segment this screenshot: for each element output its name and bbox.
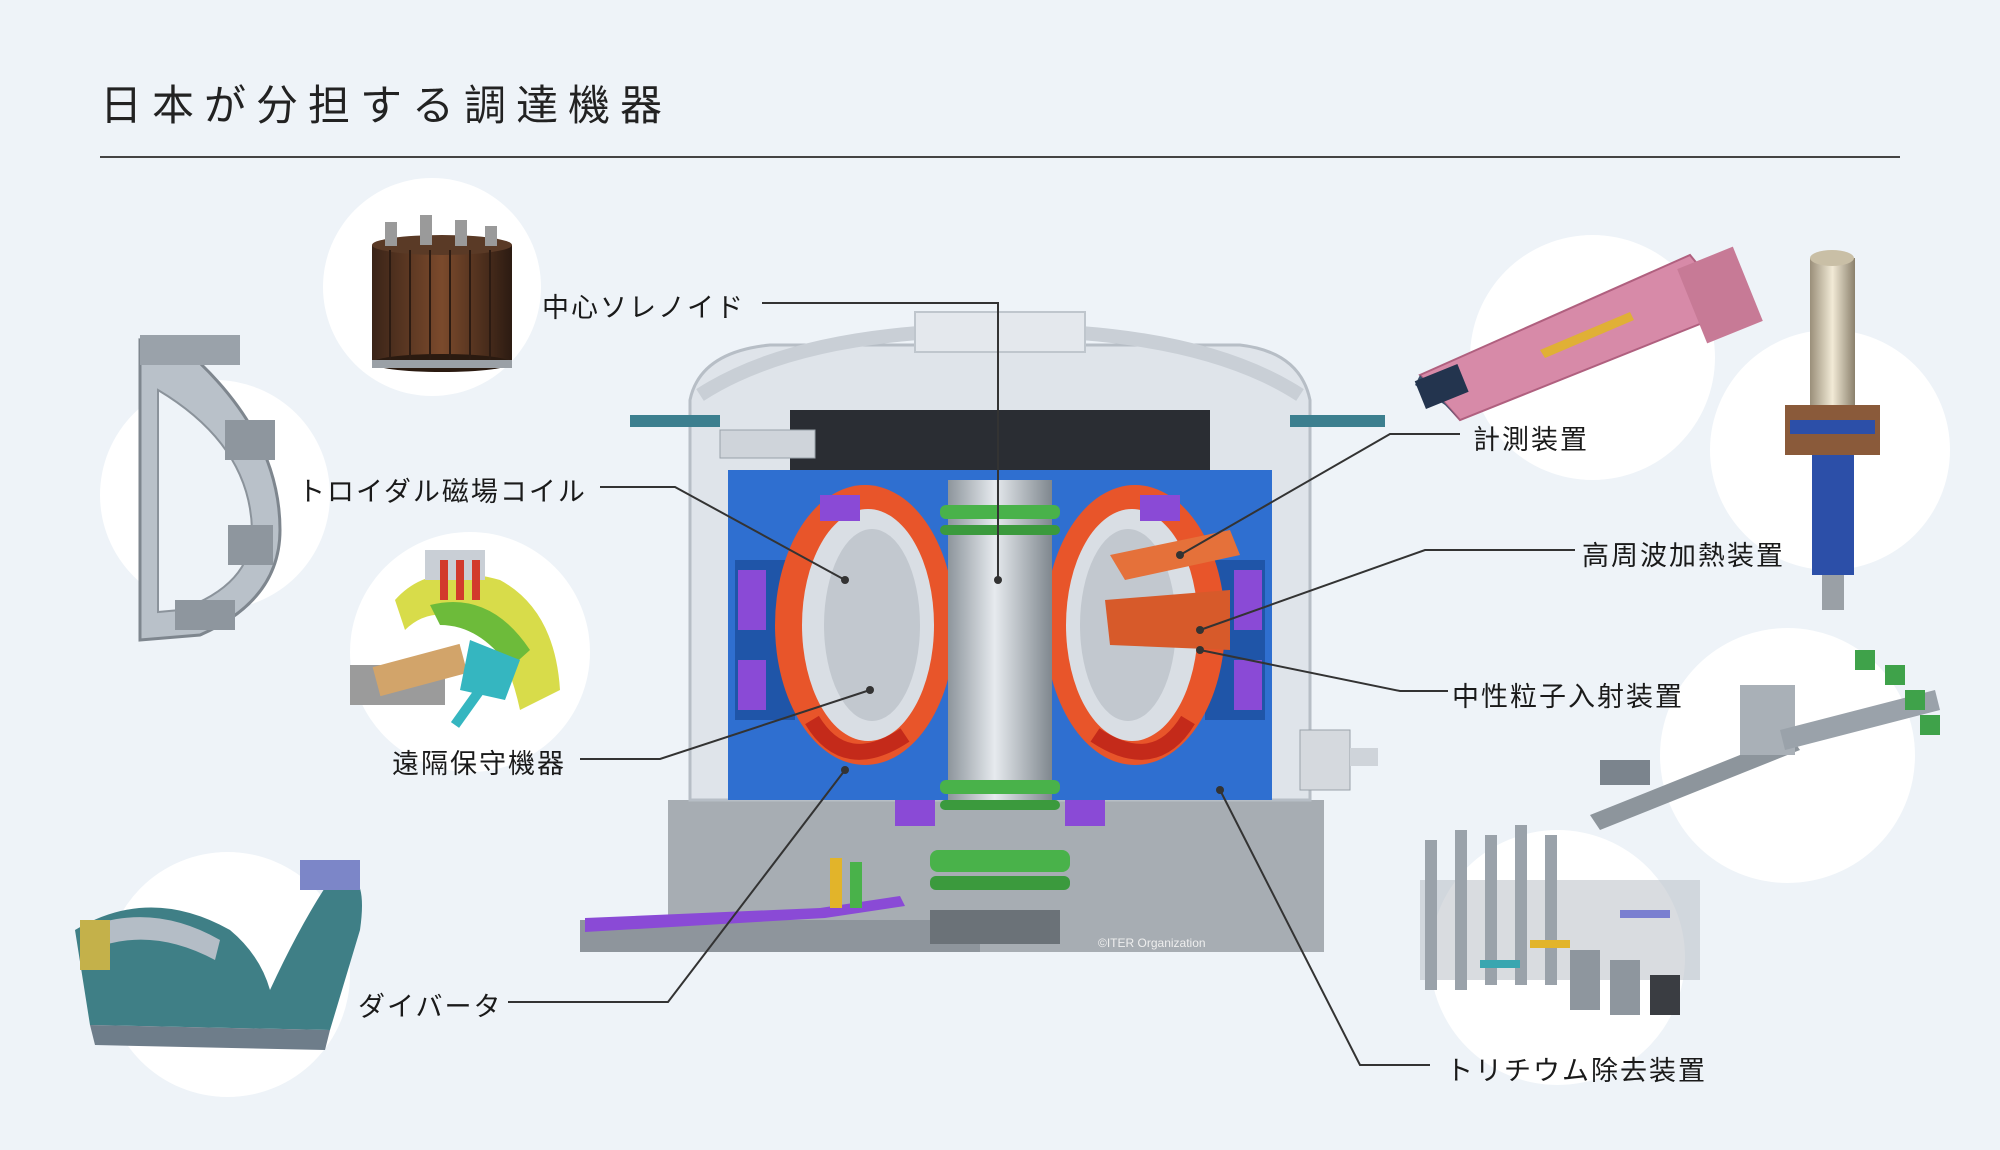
title-divider <box>100 156 1900 158</box>
leader-rf-heating <box>1199 549 1575 631</box>
remote-handling-icon <box>350 550 560 728</box>
label-diagnostics: 計測装置 <box>1473 425 1589 456</box>
copyright-notice: ©ITER Organization <box>1098 936 1206 950</box>
leader-divertor <box>508 769 846 1003</box>
leader-toroidal-field-coil <box>600 486 846 581</box>
central-solenoid-icon <box>372 215 512 372</box>
neutral-beam-icon <box>1590 650 1940 830</box>
tokamak-icon <box>580 311 1385 952</box>
page-title: 日本が分担する調達機器 <box>100 81 673 130</box>
leader-central-solenoid <box>762 302 999 580</box>
gyrotron-icon <box>1785 250 1880 610</box>
label-divertor: ダイバータ <box>358 992 503 1023</box>
tritium-plant-icon <box>1420 825 1700 1015</box>
neutral-beam-circle <box>1660 628 1915 883</box>
leader-remote-handling <box>580 689 871 760</box>
label-neutral-beam: 中性粒子入射装置 <box>1452 682 1684 713</box>
label-rf-heating: 高周波加熱装置 <box>1582 541 1785 572</box>
leader-endpoints <box>841 551 1224 794</box>
leader-neutral-beam <box>1199 649 1448 692</box>
label-toroidal-field-coil: トロイダル磁場コイル <box>298 477 587 508</box>
label-remote-handling: 遠隔保守機器 <box>392 749 566 780</box>
divertor-icon <box>75 860 362 1050</box>
toroidal-field-coil-icon <box>138 335 282 642</box>
label-tritium-removal: トリチウム除去装置 <box>1446 1056 1707 1087</box>
diagnostics-icon <box>1414 246 1763 422</box>
label-central-solenoid: 中心ソレノイド <box>542 293 745 324</box>
leader-diagnostics <box>1179 433 1460 556</box>
leader-tritium-removal <box>1219 789 1430 1066</box>
leader-lines <box>508 302 1575 1066</box>
